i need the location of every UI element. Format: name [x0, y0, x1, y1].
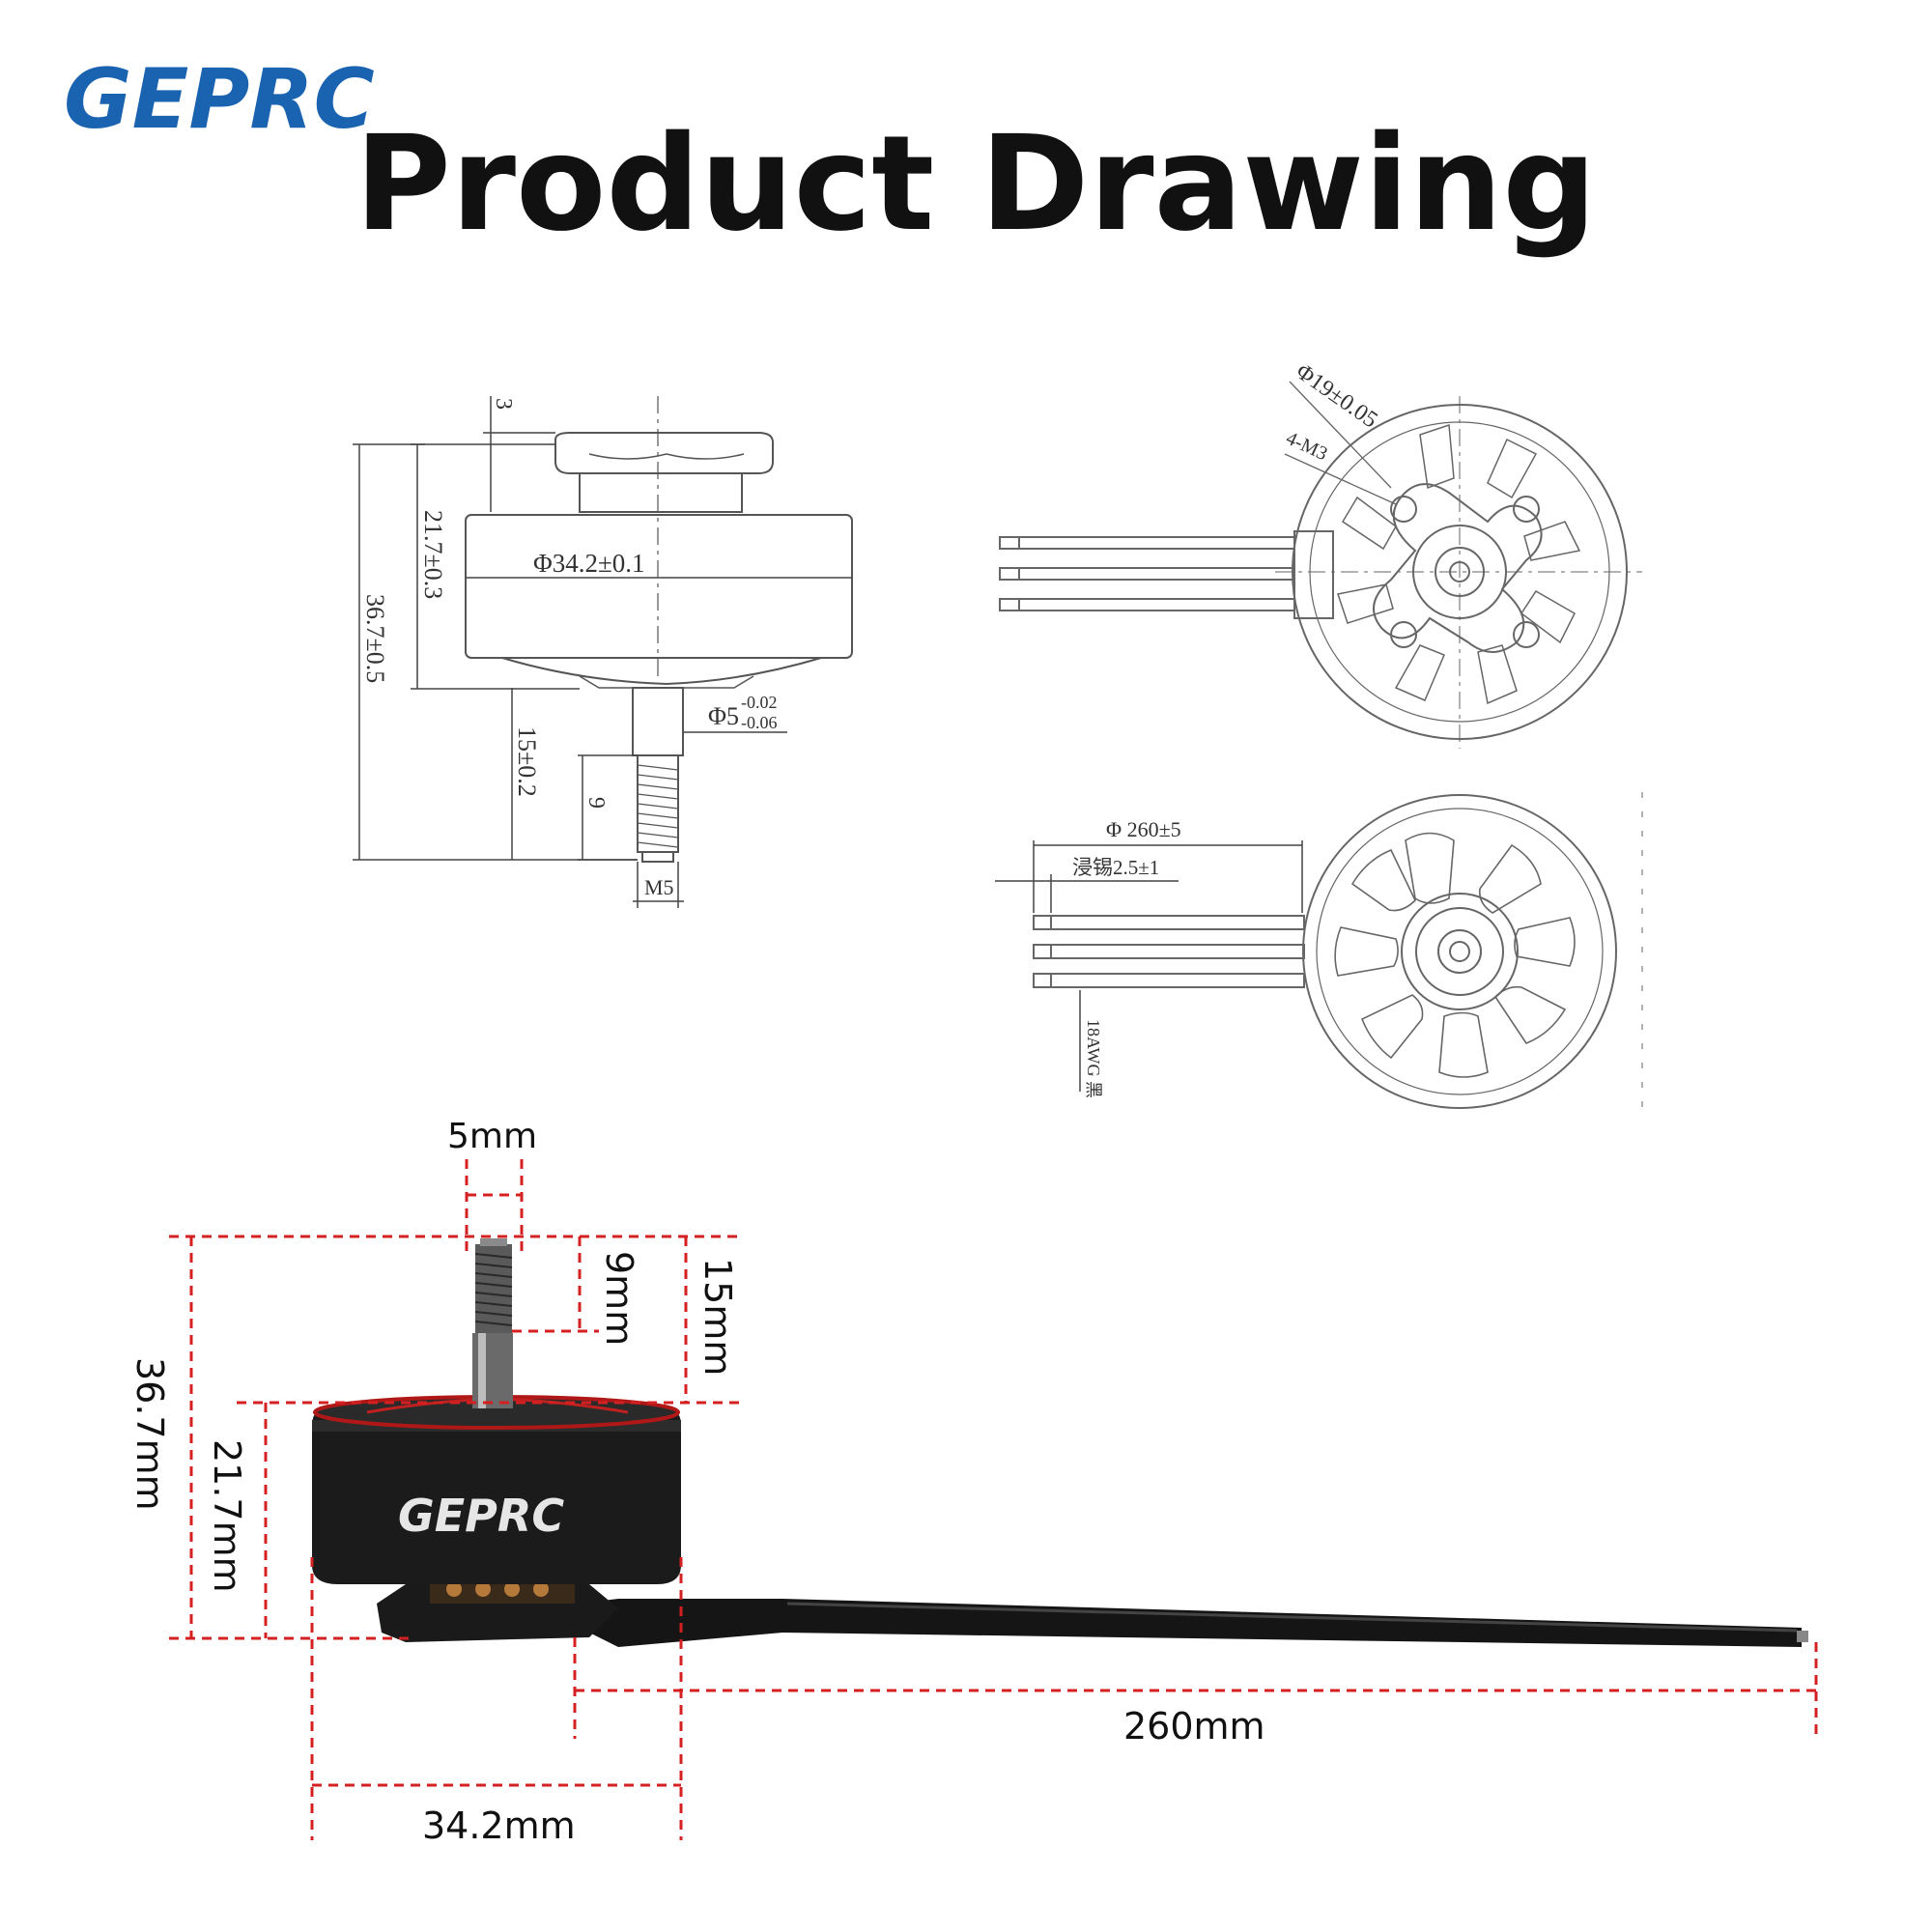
- dim-wire-gauge-label: 18AWG 黑: [1084, 1019, 1103, 1098]
- motor-photo: [312, 1238, 1808, 1647]
- dim-thread-label: M5: [644, 875, 674, 899]
- dim-bell-height-label: 21.7±0.3: [419, 510, 447, 599]
- side-view-drawing: [353, 396, 853, 908]
- dim-thread-length-label: 9: [583, 797, 609, 809]
- photo-dim-bell-height: 21.7mm: [206, 1439, 248, 1593]
- dim-lead-length-label: Φ 260±5: [1106, 817, 1181, 841]
- logo-text: GEPRC: [64, 51, 375, 148]
- page-title: Product Drawing: [355, 108, 1597, 261]
- dim-shaft-tol-lower: -0.06: [741, 713, 778, 732]
- photo-dim-shaft: 5mm: [447, 1117, 537, 1156]
- motor-logo-text: GEPRC: [398, 1490, 564, 1542]
- dim-mount-holes-label: 4-M3: [1283, 428, 1331, 466]
- photo-dimension-lines: [169, 1159, 1818, 1840]
- dim-total-height-label: 36.7±0.5: [361, 594, 389, 683]
- photo-dim-lead-length: 260mm: [1123, 1705, 1265, 1747]
- dim-diameter-label: Φ34.2±0.1: [533, 549, 645, 578]
- dim-tinning-label: 浸锡2.5±1: [1072, 856, 1159, 879]
- dim-shaft-dia-label: Φ5: [708, 702, 739, 730]
- dim-shaft-length-label: 15±0.2: [513, 726, 541, 797]
- photo-dim-shaft-length: 15mm: [696, 1258, 739, 1376]
- photo-dim-total-height: 36.7mm: [128, 1357, 171, 1511]
- photo-dim-diameter: 34.2mm: [422, 1804, 576, 1847]
- dim-shaft-tol-upper: -0.02: [741, 693, 778, 712]
- dim-top-label: 3: [491, 398, 516, 410]
- bottom-view-drawing: [999, 381, 1642, 749]
- photo-dim-thread: 9mm: [598, 1251, 640, 1346]
- top-view-drawing: [995, 792, 1643, 1111]
- dim-mount-circle-label: Φ19±0.05: [1292, 359, 1382, 434]
- geprc-logo: GEPRC: [63, 50, 377, 150]
